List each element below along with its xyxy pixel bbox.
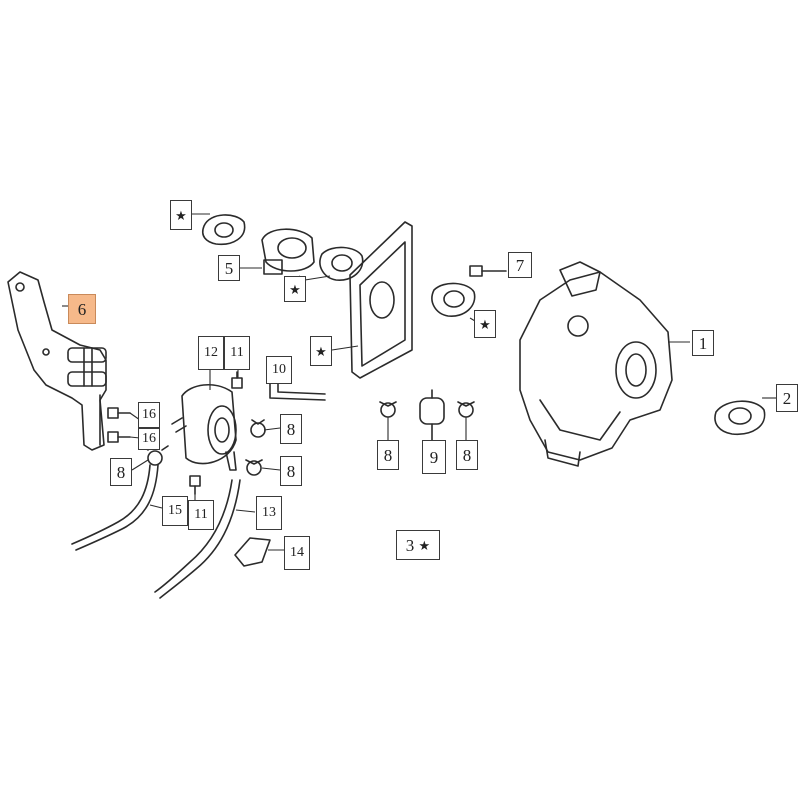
callout-13: 13 xyxy=(256,496,282,530)
leader-lines xyxy=(62,267,301,500)
callout-13-text: 13 xyxy=(262,505,276,520)
callout-5: 5 xyxy=(218,255,240,281)
callout-1: 1 xyxy=(692,330,714,356)
star-icon: ★ xyxy=(418,537,431,553)
callout-1-text: 1 xyxy=(698,333,708,353)
callout-8-c: 8 xyxy=(280,456,302,486)
hose-10 xyxy=(269,379,326,401)
callout-9: 9 xyxy=(422,440,446,474)
callout-star-gasket-right: ★ xyxy=(474,310,496,338)
fuel-pump xyxy=(171,368,237,471)
callout-8-e-text: 8 xyxy=(462,445,472,465)
manifold-5 xyxy=(261,228,315,275)
callout-15: 15 xyxy=(162,496,188,526)
callout-15-text: 15 xyxy=(168,503,182,518)
callout-2: 2 xyxy=(776,384,798,412)
hose-13 xyxy=(154,479,256,599)
callout-16-top: 16 xyxy=(138,402,160,428)
callout-10-text: 10 xyxy=(272,362,286,377)
gasket xyxy=(190,213,246,246)
callout-star-plate: ★ xyxy=(310,336,332,366)
bolt-16 xyxy=(107,407,131,443)
carburetor xyxy=(519,261,690,467)
callout-10: 10 xyxy=(266,356,292,384)
sleeve-14 xyxy=(234,537,285,567)
callout-11-top: 11 xyxy=(224,336,250,370)
bolt-7 xyxy=(469,265,507,277)
callout-5-text: 5 xyxy=(224,258,234,278)
bracket-part xyxy=(7,271,107,451)
callout-8-a-text: 8 xyxy=(116,462,126,482)
hose-15 xyxy=(71,464,163,551)
callout-8-d: 8 xyxy=(377,440,399,470)
star-icon: ★ xyxy=(315,343,327,359)
star-icon: ★ xyxy=(479,316,491,332)
star-icon: ★ xyxy=(289,281,301,297)
callout-11-bottom: 11 xyxy=(188,500,214,530)
callout-star-gasket-top: ★ xyxy=(170,200,192,230)
callout-8-d-text: 8 xyxy=(383,445,393,465)
callout-7: 7 xyxy=(508,252,532,278)
callout-16-bottom-text: 16 xyxy=(142,431,156,446)
callout-16-top-text: 16 xyxy=(142,407,156,422)
fuel-filter xyxy=(379,389,475,441)
callout-9-text: 9 xyxy=(429,447,439,467)
star-icon: ★ xyxy=(175,207,187,223)
callout-12-text: 12 xyxy=(204,345,218,360)
gasket-2 xyxy=(714,397,778,435)
gasket xyxy=(304,246,364,281)
gasket xyxy=(431,282,481,325)
callout-11-bottom-text: 11 xyxy=(194,507,208,522)
callout-6-text: 6 xyxy=(77,299,87,319)
callout-star-gasket-mid: ★ xyxy=(284,276,306,302)
callout-6: 6 xyxy=(68,294,96,324)
bolt-11 xyxy=(189,371,243,495)
callout-8-a: 8 xyxy=(110,458,132,486)
callout-16-bottom: 16 xyxy=(138,428,160,450)
callout-14-text: 14 xyxy=(290,545,304,560)
clamp-8 xyxy=(245,419,266,476)
insulator-plate xyxy=(331,221,413,379)
callout-11-top-text: 11 xyxy=(230,345,244,360)
callout-8-e: 8 xyxy=(456,440,478,470)
callout-8-b-text: 8 xyxy=(286,419,296,439)
callout-7-text: 7 xyxy=(515,255,525,275)
callout-2-text: 2 xyxy=(782,388,792,408)
callout-3-text: 3 xyxy=(405,535,415,555)
callout-8-c-text: 8 xyxy=(286,461,296,481)
callout-12: 12 xyxy=(198,336,224,370)
callout-3: 3 ★ xyxy=(396,530,440,560)
callout-14: 14 xyxy=(284,536,310,570)
callout-8-b: 8 xyxy=(280,414,302,444)
